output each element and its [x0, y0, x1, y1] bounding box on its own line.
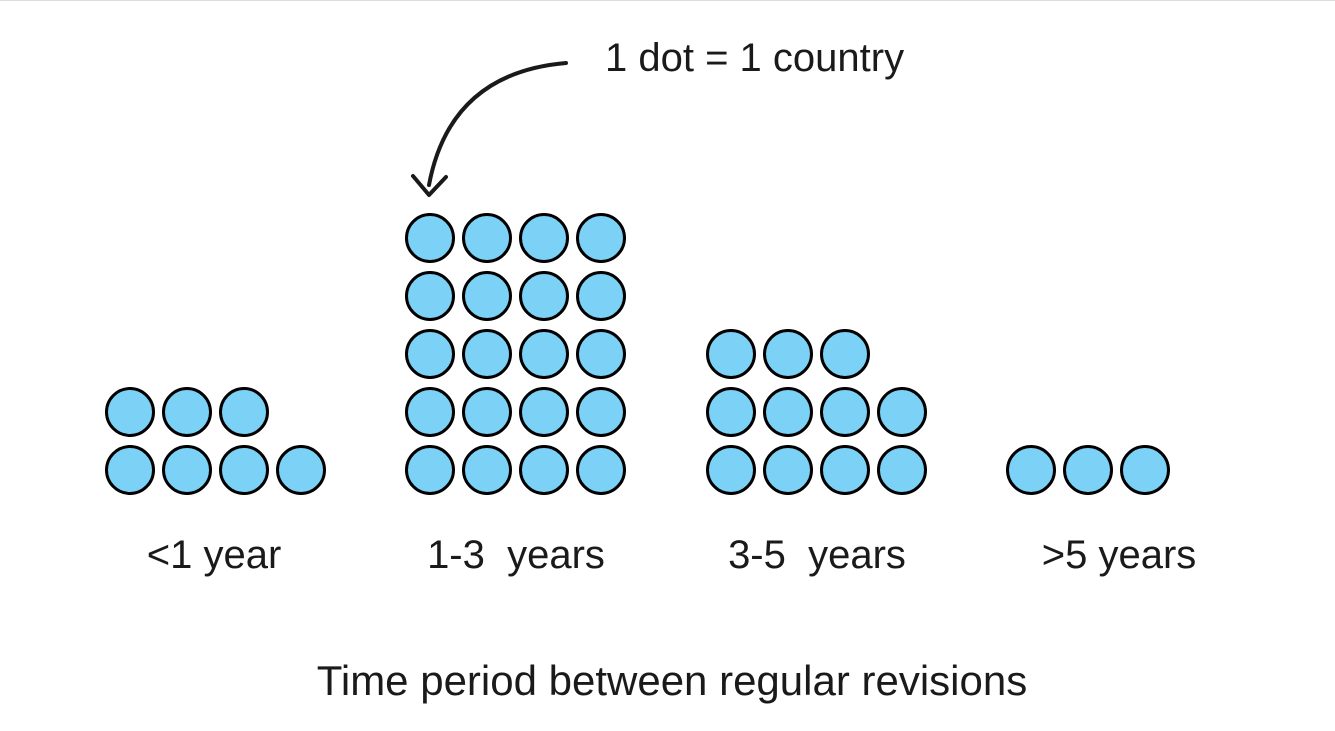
dot — [519, 387, 569, 437]
category-label: >5 years — [1042, 533, 1197, 577]
dot — [462, 329, 512, 379]
x-axis-title: Time period between regular revisions — [317, 657, 1027, 704]
dot — [276, 445, 326, 495]
dot — [219, 387, 269, 437]
dot — [519, 445, 569, 495]
dot — [820, 329, 870, 379]
dot — [519, 213, 569, 263]
category-label: 3-5 years — [728, 533, 906, 577]
dot-group — [405, 213, 626, 495]
dot — [462, 445, 512, 495]
dot — [576, 271, 626, 321]
dot — [519, 271, 569, 321]
dot — [763, 387, 813, 437]
dot-group — [1006, 445, 1170, 495]
legend-arrow — [411, 61, 568, 197]
dot — [706, 445, 756, 495]
category-labels-layer: <1 year 1-3 years 3-5 years >5 years — [147, 533, 1197, 577]
dot — [219, 445, 269, 495]
dot — [105, 445, 155, 495]
dot — [105, 387, 155, 437]
dot — [1006, 445, 1056, 495]
dot — [576, 329, 626, 379]
dot — [877, 445, 927, 495]
dot — [519, 329, 569, 379]
dot — [576, 213, 626, 263]
dot-group — [105, 387, 326, 495]
dot — [462, 387, 512, 437]
legend-annotation: 1 dot = 1 country — [605, 36, 904, 80]
dot — [162, 387, 212, 437]
dot — [576, 445, 626, 495]
dot — [576, 387, 626, 437]
dot — [820, 387, 870, 437]
dot — [1063, 445, 1113, 495]
dot — [162, 445, 212, 495]
dot — [405, 271, 455, 321]
dot — [706, 387, 756, 437]
legend-arrow-head-icon — [411, 174, 448, 197]
category-label: <1 year — [147, 533, 282, 577]
dot — [462, 213, 512, 263]
dot — [405, 329, 455, 379]
category-label: 1-3 years — [427, 533, 605, 577]
dot — [820, 445, 870, 495]
dot-group — [706, 329, 927, 495]
dot — [462, 271, 512, 321]
dot — [405, 213, 455, 263]
dot — [763, 329, 813, 379]
dot — [1120, 445, 1170, 495]
legend-arrow-curve — [427, 61, 568, 187]
dot — [706, 329, 756, 379]
dots-layer — [105, 213, 1170, 495]
dot — [763, 445, 813, 495]
dot — [405, 387, 455, 437]
dot — [877, 387, 927, 437]
dot — [405, 445, 455, 495]
